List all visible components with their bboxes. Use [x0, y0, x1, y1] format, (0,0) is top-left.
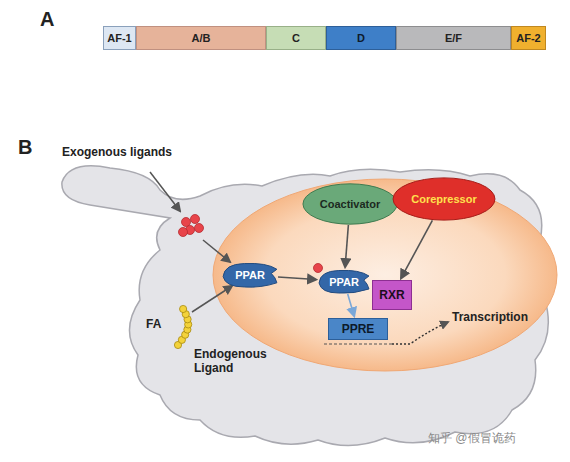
- arrow-connector: [401, 220, 432, 278]
- node-label: RXR: [379, 288, 404, 302]
- ligand-arrow: [203, 240, 230, 262]
- rxr-box: RXR: [372, 280, 412, 310]
- receptor-shape: PPAR: [318, 269, 370, 294]
- node-label: PPAR: [235, 269, 265, 281]
- node-label: PPAR: [329, 276, 359, 288]
- receptor-shape: PPAR: [222, 262, 278, 288]
- node-label: D: [357, 32, 365, 44]
- node-label: E/F: [445, 32, 462, 44]
- bound-ligand: [314, 264, 323, 273]
- arrow-connector: [348, 294, 355, 316]
- node-label: Corepressor: [411, 193, 476, 205]
- annotation: Endogenous Ligand: [194, 348, 282, 376]
- annotation: Transcription: [452, 311, 528, 325]
- fatty-acid-chain: [174, 305, 191, 348]
- node-label: AF-2: [516, 32, 540, 44]
- annotation: FA: [146, 318, 161, 332]
- exogenous-ligand-dots: [179, 215, 204, 237]
- annotation: Exogenous ligands: [62, 146, 172, 160]
- domain-segment: C: [266, 26, 326, 50]
- node-label: C: [292, 32, 300, 44]
- cofactor-ellipse: Coactivator: [302, 183, 398, 225]
- domain-segment: AF-1: [103, 26, 136, 50]
- cofactor-ellipse: Corepressor: [392, 177, 496, 221]
- ligand-arrow: [192, 286, 232, 312]
- node-label: PPRE: [342, 322, 375, 336]
- node-label: Coactivator: [320, 198, 381, 210]
- response-element-box: PPRE: [328, 318, 388, 340]
- transcription-arrow: [392, 322, 448, 344]
- nucleus: [213, 179, 557, 371]
- ligand-arrow: [150, 172, 180, 211]
- domain-segment: AF-2: [511, 26, 546, 50]
- panel-letter: A: [40, 8, 54, 31]
- node-label: A/B: [192, 32, 211, 44]
- domain-segment: E/F: [396, 26, 511, 50]
- arrow-connector: [278, 277, 316, 280]
- node-label: AF-1: [107, 32, 131, 44]
- domain-segment: A/B: [136, 26, 266, 50]
- panel-letter: B: [18, 136, 32, 159]
- arrow-connector: [345, 225, 348, 267]
- domain-segment: D: [326, 26, 396, 50]
- dna-line: [324, 343, 392, 344]
- watermark: 知乎 @假冒诡药: [428, 432, 516, 446]
